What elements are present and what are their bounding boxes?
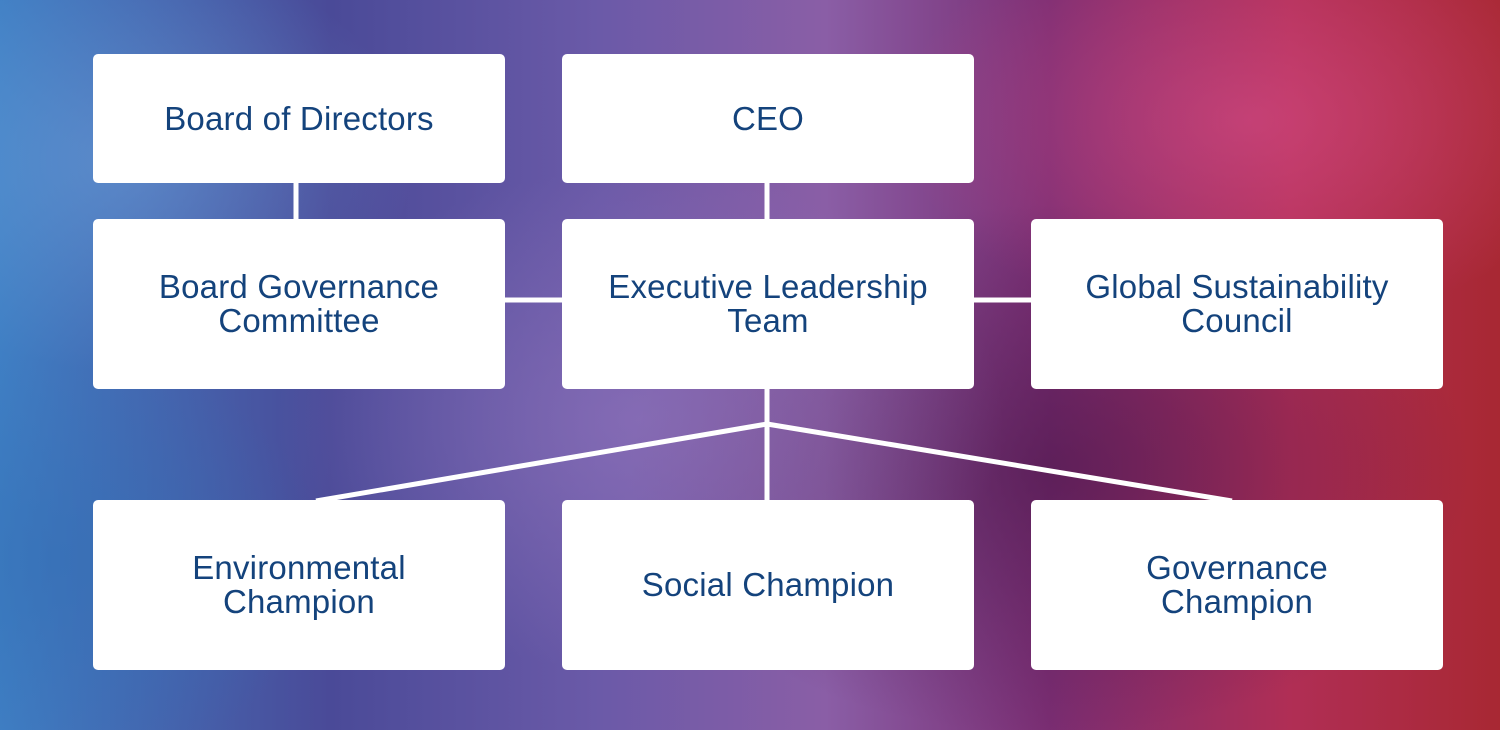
node-environmental-champion: Environmental Champion xyxy=(93,500,505,670)
node-governance-champion: Governance Champion xyxy=(1031,500,1443,670)
node-label: Governance Champion xyxy=(1146,549,1328,620)
node-social-champion: Social Champion xyxy=(562,500,974,670)
node-board-governance-committee: Board Governance Committee xyxy=(93,219,505,389)
node-label: CEO xyxy=(731,99,805,137)
node-ceo: CEO xyxy=(562,54,974,183)
node-executive-leadership-team: Executive Leadership Team xyxy=(562,219,974,389)
node-label: Executive Leadership Team xyxy=(608,268,928,339)
node-label: Social Champion xyxy=(641,566,895,603)
node-board-of-directors: Board of Directors xyxy=(93,54,505,183)
node-label: Board Governance Committee xyxy=(158,268,440,339)
node-label: Board of Directors xyxy=(164,99,434,137)
node-global-sustainability-council: Global Sustainability Council xyxy=(1031,219,1443,389)
node-label: Global Sustainability Council xyxy=(1085,268,1389,339)
connector-to-governance xyxy=(766,421,1233,504)
connector-to-environmental xyxy=(315,421,768,504)
node-label: Environmental Champion xyxy=(192,549,406,620)
